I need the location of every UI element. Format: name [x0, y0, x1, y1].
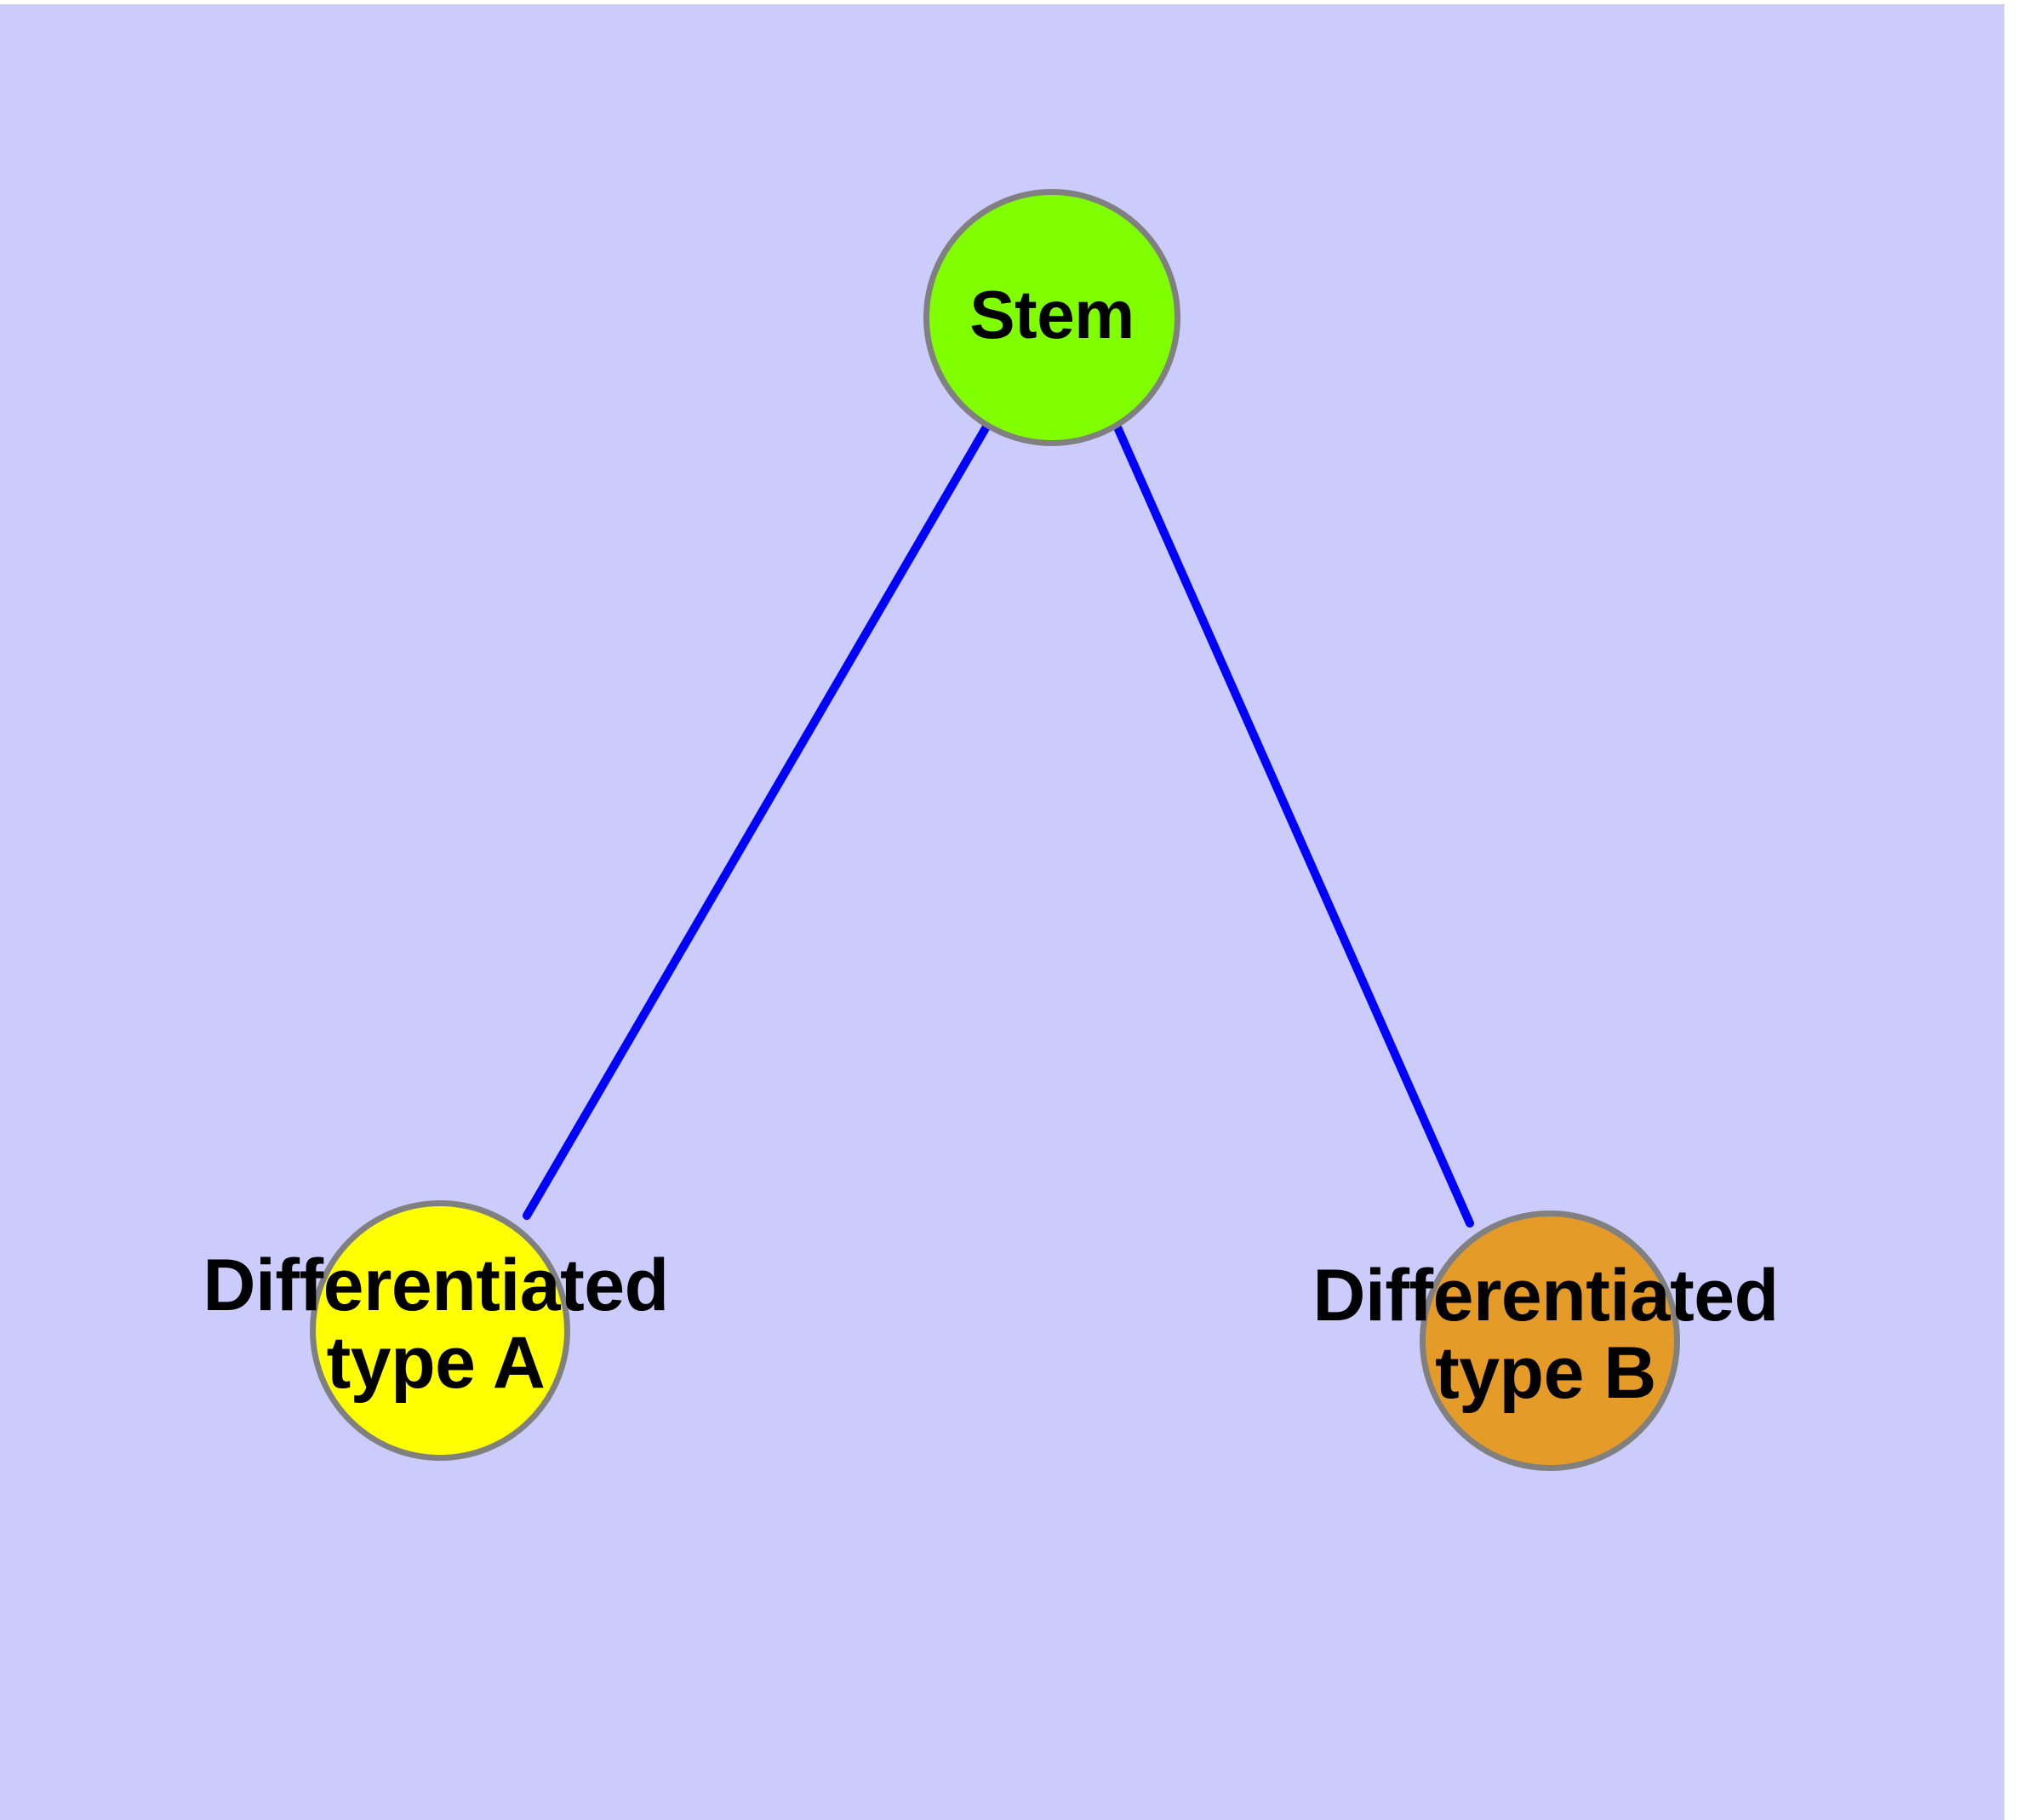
- node-stem[interactable]: [923, 189, 1180, 446]
- node-differentiated-type-b[interactable]: [1420, 1210, 1680, 1471]
- edge-stem-to-differentiated-type-b[interactable]: [1113, 423, 1474, 1228]
- edge-stem-to-differentiated-type-a[interactable]: [523, 424, 990, 1220]
- edge-layer: [523, 423, 1474, 1228]
- node-layer: [310, 189, 1680, 1471]
- node-differentiated-type-a[interactable]: [310, 1200, 570, 1461]
